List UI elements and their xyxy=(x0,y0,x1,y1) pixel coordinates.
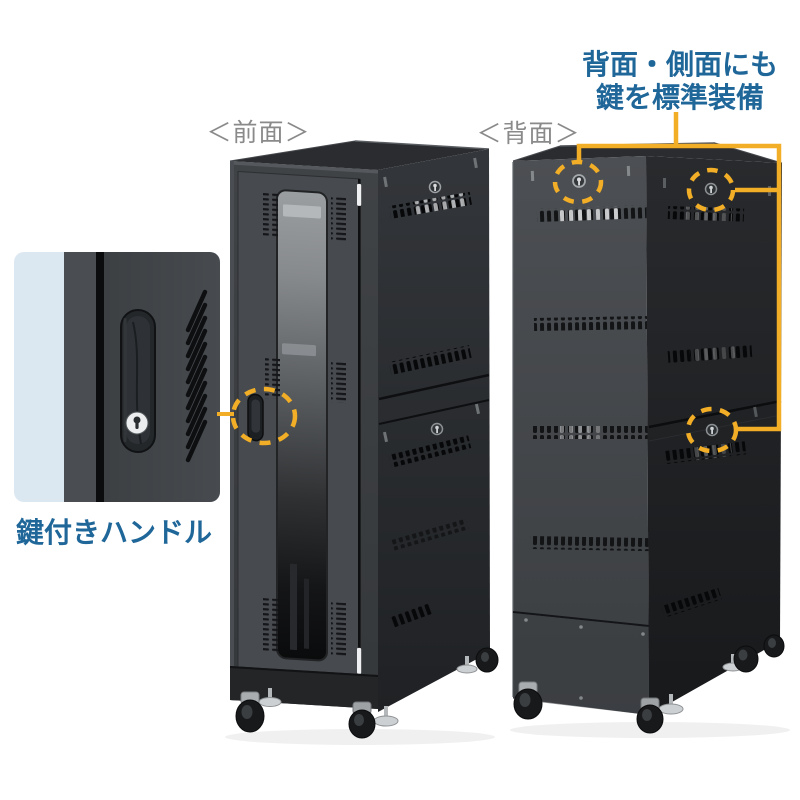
inset-door-handle xyxy=(120,309,156,453)
vent-cluster xyxy=(265,356,280,400)
vent-row xyxy=(533,315,653,331)
rear-cabinet-casters xyxy=(513,634,785,734)
panel-seam xyxy=(512,611,650,627)
lock-highlight-circle-handle xyxy=(230,386,298,446)
vent-row-highlight xyxy=(689,345,736,362)
keyhole-lock xyxy=(430,422,444,436)
vent-row xyxy=(388,345,472,375)
hinge-pin xyxy=(357,183,362,206)
leveling-foot xyxy=(456,656,478,674)
caster-wheel xyxy=(235,691,265,733)
rear-side-lock-heading-line1: 背面・側面にも xyxy=(581,49,778,80)
vent-cluster xyxy=(263,598,278,653)
rack-rail xyxy=(290,563,297,651)
vent-row-highlight xyxy=(560,426,605,439)
lock-highlight-circle-side-lower xyxy=(685,406,739,454)
rack-rail xyxy=(304,578,309,649)
rear-cabinet-side-panel xyxy=(646,156,782,715)
front-cabinet-side-panel xyxy=(378,149,490,712)
keyhole-lock xyxy=(572,174,586,188)
glass-window xyxy=(276,189,328,662)
keyhole-lock xyxy=(125,411,149,435)
front-cabinet-casters xyxy=(235,647,499,739)
vent-row xyxy=(661,587,722,618)
caster-wheel xyxy=(348,701,376,739)
hinge-pin xyxy=(357,647,362,674)
door-handle xyxy=(247,393,264,442)
front-cabinet-top xyxy=(229,140,490,170)
latch-slot xyxy=(753,406,758,418)
vent-row xyxy=(529,536,657,552)
callout-connector-lines xyxy=(576,112,782,432)
rear-view-label: ＜背面＞ xyxy=(476,120,581,148)
inset-door-gap xyxy=(96,252,104,502)
front-view-label: ＜前面＞ xyxy=(206,119,311,147)
keyhole-lock xyxy=(704,182,718,196)
vent-row-highlight xyxy=(681,206,733,222)
glass-reflection xyxy=(282,343,316,357)
lock-highlight-circle-rear-panel xyxy=(552,159,604,205)
latch-slot xyxy=(474,403,480,415)
latch-slot xyxy=(530,170,535,182)
vent-cluster xyxy=(331,360,346,404)
caster-wheel xyxy=(636,697,664,734)
vent-cluster xyxy=(331,196,346,242)
front-cabinet xyxy=(229,140,499,739)
caster-wheel xyxy=(513,681,543,720)
lock-highlight-circle-side-top xyxy=(686,167,736,213)
vent-row xyxy=(390,518,469,551)
caster-wheel xyxy=(733,645,759,673)
vent-cluster xyxy=(331,602,346,658)
vent-cluster xyxy=(263,192,278,237)
panel-seam xyxy=(378,399,490,425)
rear-lower-panel xyxy=(513,613,649,715)
rear-cabinet xyxy=(512,142,785,734)
latch-slot xyxy=(473,157,478,169)
door-hinge-gap xyxy=(358,178,361,699)
caster-wheel xyxy=(475,647,499,673)
vent-row xyxy=(388,435,472,468)
vent-row xyxy=(389,601,434,628)
panel-seam xyxy=(648,399,782,429)
rear-side-lock-heading-line2: 鍵を標準装備 xyxy=(595,82,764,114)
vent-row-highlight xyxy=(559,206,623,222)
latch-slot xyxy=(383,176,388,188)
caster-wheel xyxy=(763,634,785,658)
callout-annotations xyxy=(217,112,782,454)
keyed-handle-caption: 鍵付きハンドル xyxy=(15,517,212,548)
glass-reflection xyxy=(283,204,321,219)
keyhole-lock xyxy=(428,180,442,194)
handle-closeup-inset xyxy=(14,252,220,502)
latch-slot xyxy=(626,165,631,177)
latch-slot xyxy=(663,178,666,188)
latch-slot xyxy=(382,431,388,443)
inset-door-edge xyxy=(64,252,97,502)
rear-cabinet-rear-panel xyxy=(512,156,657,715)
vent-row-highlight xyxy=(412,192,467,215)
rear-side-lock-heading: 背面・側面にも 鍵を標準装備 xyxy=(578,48,782,114)
panel-seam xyxy=(378,373,490,401)
inset-vent-slats xyxy=(185,289,208,463)
keyhole-lock xyxy=(705,423,719,437)
front-cabinet-front-face xyxy=(230,161,378,710)
